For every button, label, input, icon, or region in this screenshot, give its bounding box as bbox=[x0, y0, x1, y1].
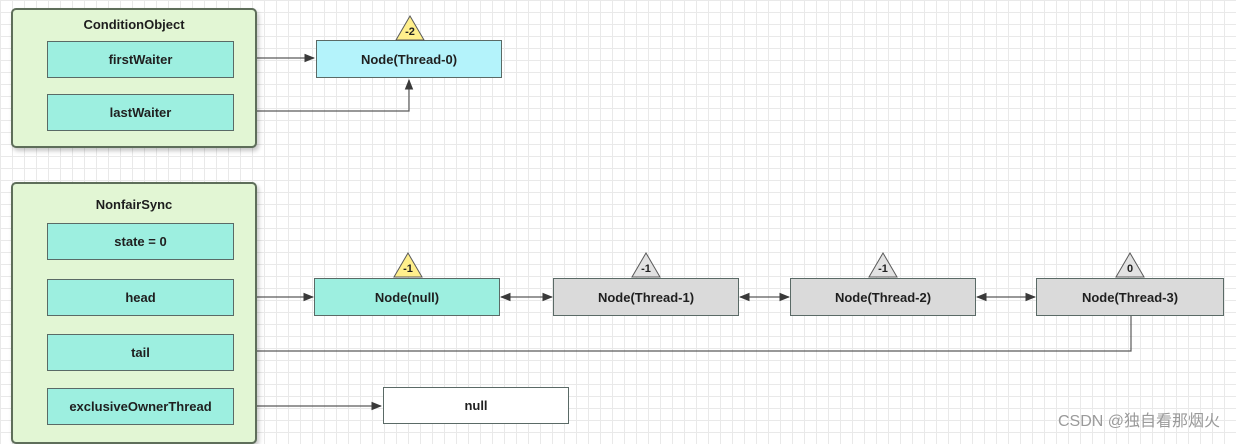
field-exclusive-owner-thread[interactable]: exclusiveOwnerThread bbox=[47, 388, 234, 425]
status-value-node-null: -1 bbox=[403, 263, 413, 275]
status-triangle-node-thread-0: -2 bbox=[395, 15, 425, 41]
nonfair-sync-title: NonfairSync bbox=[95, 197, 173, 212]
csdn-watermark: CSDN @独自看那烟火 bbox=[1057, 413, 1220, 430]
field-first-waiter[interactable]: firstWaiter bbox=[47, 41, 234, 78]
nonfair-sync-box: NonfairSync state = 0 head tail exclusiv… bbox=[11, 182, 257, 444]
field-head[interactable]: head bbox=[47, 279, 234, 316]
condition-object-box: ConditionObject firstWaiter lastWaiter bbox=[11, 8, 257, 148]
node-thread-0[interactable]: Node(Thread-0) bbox=[316, 40, 502, 78]
field-state[interactable]: state = 0 bbox=[47, 223, 234, 260]
condition-object-title: ConditionObject bbox=[83, 17, 185, 32]
field-last-waiter[interactable]: lastWaiter bbox=[47, 94, 234, 131]
node-thread-2[interactable]: Node(Thread-2) bbox=[790, 278, 976, 316]
status-value-node-thread-2: -1 bbox=[878, 263, 888, 275]
node-null[interactable]: Node(null) bbox=[314, 278, 500, 316]
status-triangle-node-null: -1 bbox=[393, 252, 423, 278]
status-value-node-thread-0: -2 bbox=[405, 26, 415, 38]
node-thread-3[interactable]: Node(Thread-3) bbox=[1036, 278, 1224, 316]
status-triangle-node-thread-2: -1 bbox=[868, 252, 898, 278]
field-tail[interactable]: tail bbox=[47, 334, 234, 371]
status-value-node-thread-1: -1 bbox=[641, 263, 651, 275]
status-triangle-node-thread-1: -1 bbox=[631, 252, 661, 278]
edge-node-thread-3-to-tail bbox=[231, 316, 1132, 356]
owner-thread-null-box[interactable]: null bbox=[383, 387, 569, 424]
node-thread-1[interactable]: Node(Thread-1) bbox=[553, 278, 739, 316]
status-value-node-thread-3: 0 bbox=[1126, 263, 1134, 275]
edge-lastwaiter-to-node-thread-0 bbox=[232, 78, 414, 112]
status-triangle-node-thread-3: 0 bbox=[1115, 252, 1145, 278]
